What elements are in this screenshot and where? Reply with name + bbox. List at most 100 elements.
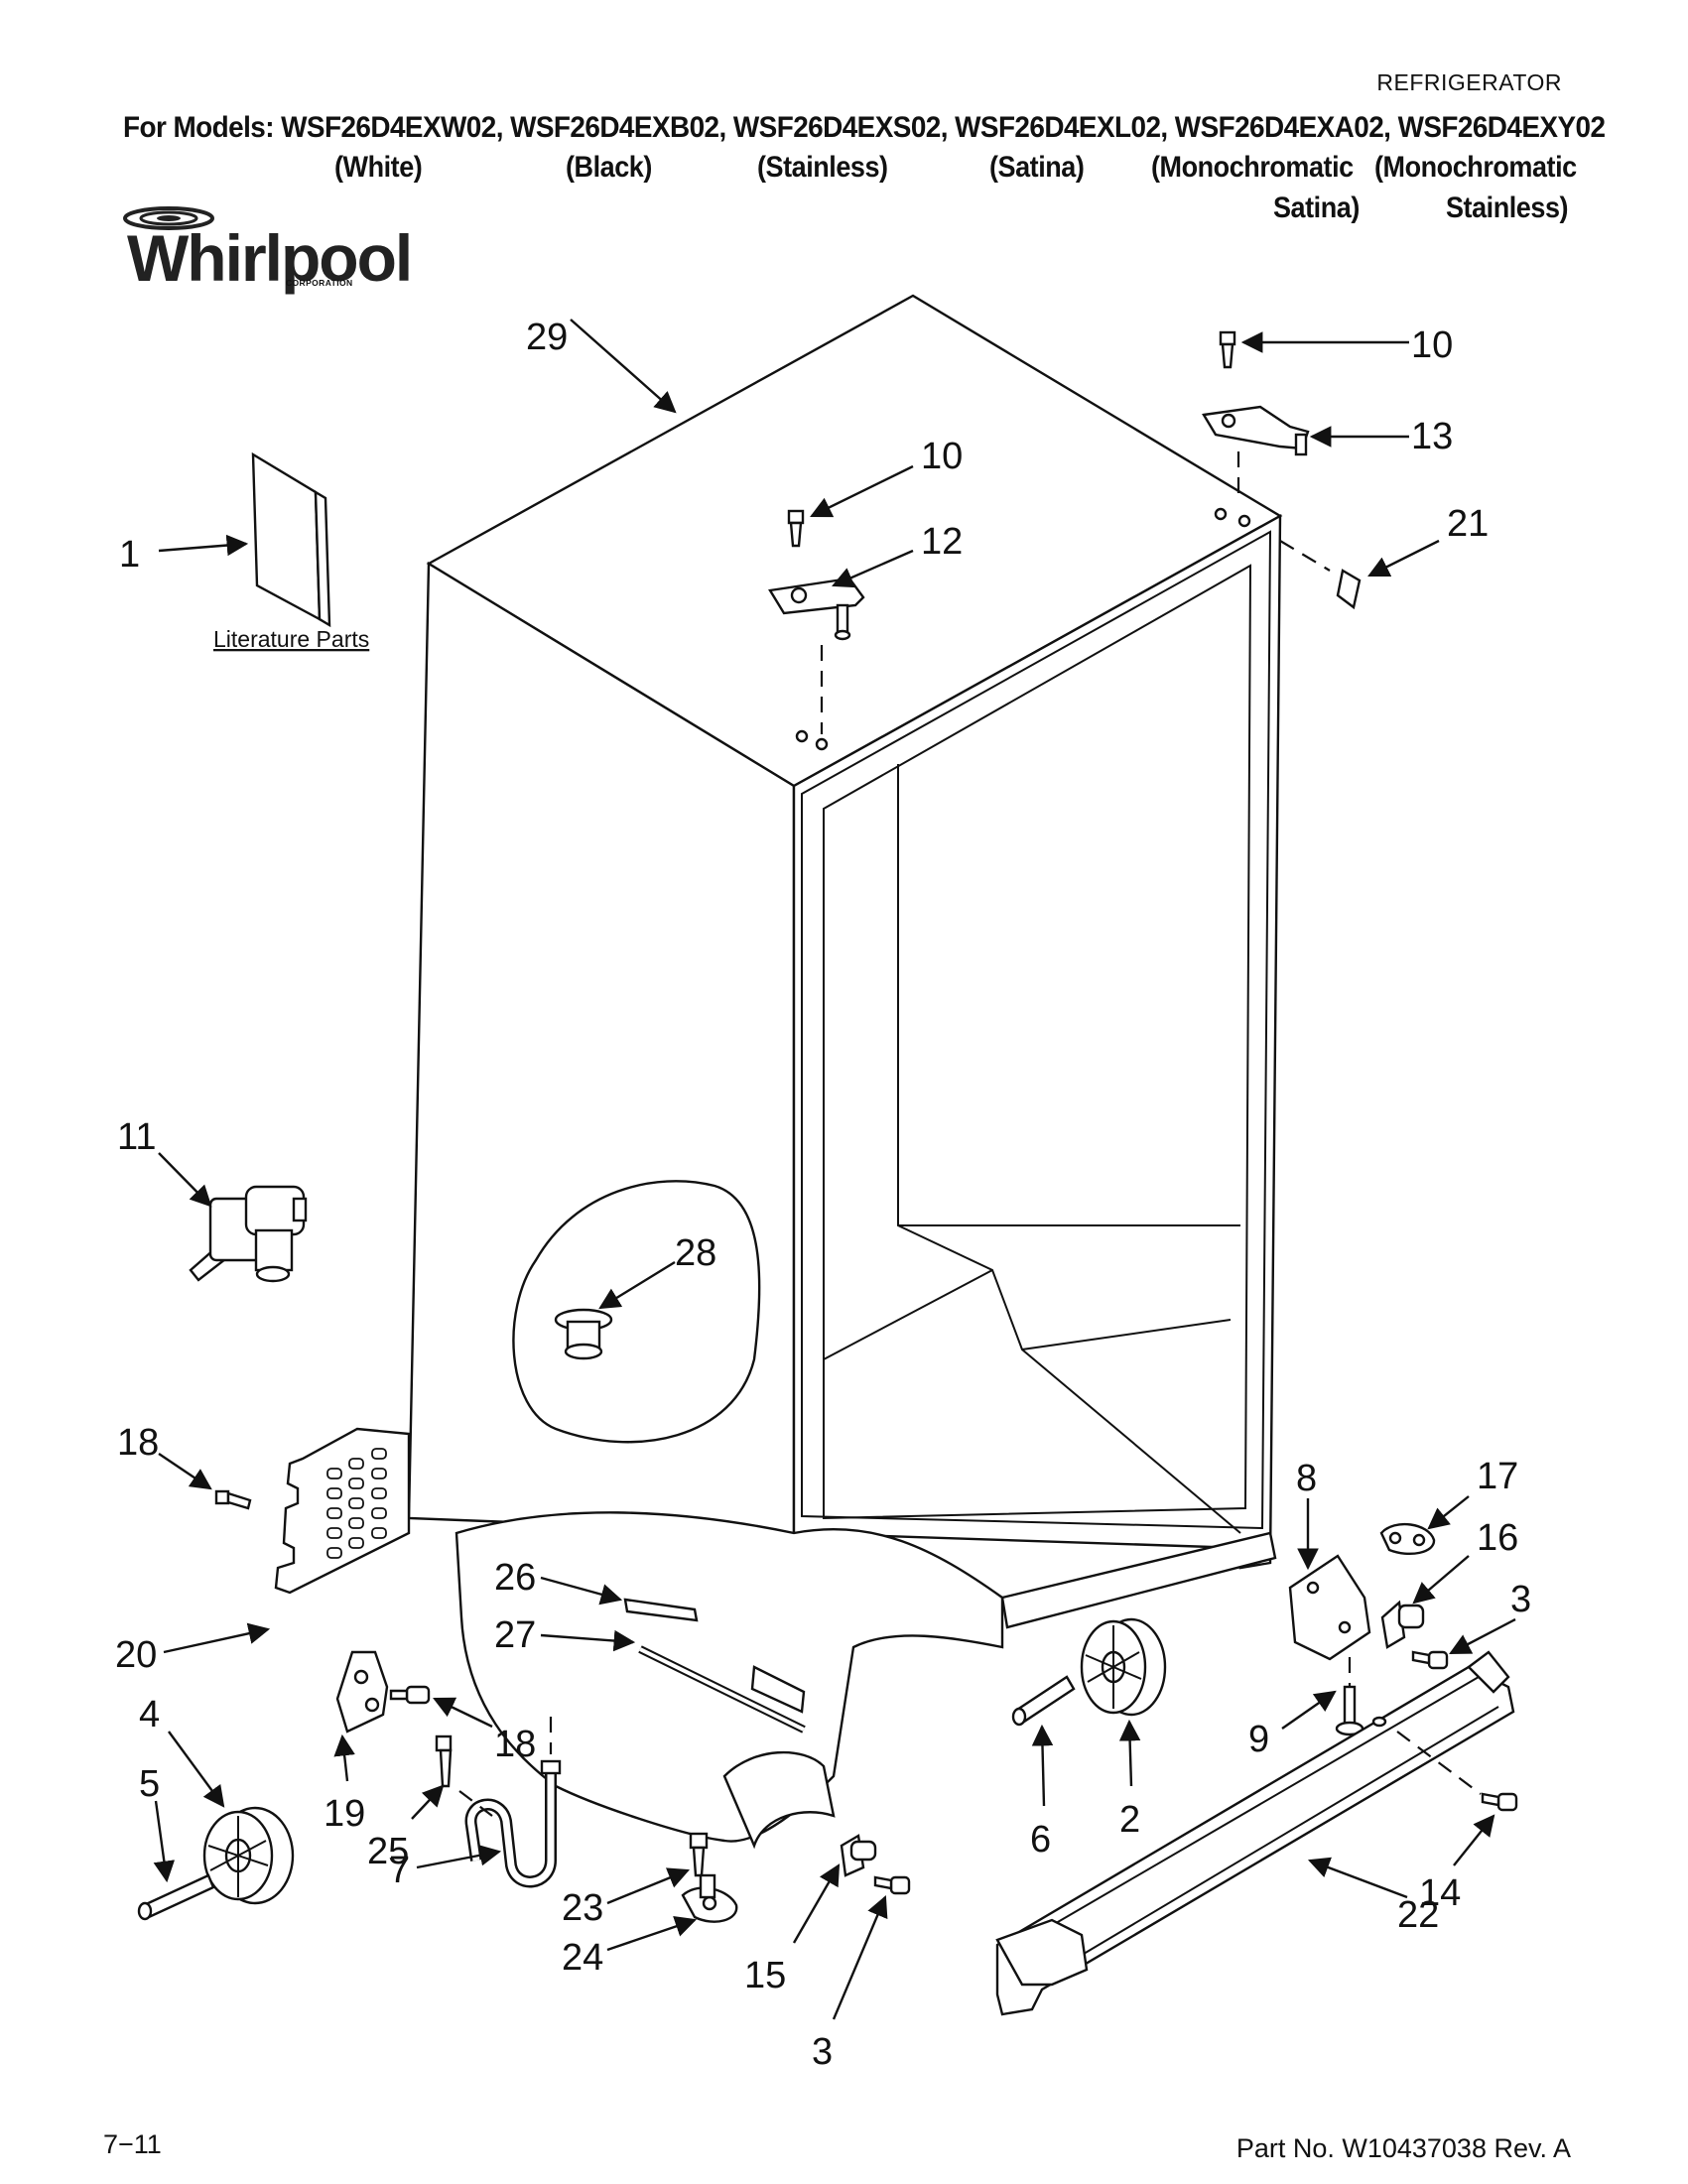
screw-18-upper-icon [214,1489,252,1510]
leader-24 [606,1916,698,1952]
part-21-guide [1279,540,1331,572]
leader-10-left [810,464,914,518]
leader-17 [1427,1495,1470,1530]
drain-tube-7-icon [464,1759,562,1888]
wheel-2-icon [1080,1617,1167,1717]
whirlpool-swirl-icon [123,206,214,230]
callout-7: 7 [389,1850,410,1891]
screw-14-icon [1481,1792,1518,1812]
whirlpool-logo: Whirlpool [127,221,413,295]
models-line: For Models: WSF26D4EXW02, WSF26D4EXB02, … [123,111,1606,144]
literature-spine [314,489,331,628]
callout-15: 15 [744,1955,786,1996]
callout-23: 23 [562,1887,603,1929]
whirlpool-logo-sub: CORPORATION [286,278,353,288]
callout-3-right: 3 [1510,1579,1531,1620]
leveler-17-icon [1379,1522,1436,1555]
callout-3-lower: 3 [812,2031,833,2073]
part-number: Part No. W10437038 Rev. A [1235,2133,1571,2163]
callout-28: 28 [675,1232,716,1274]
fitting-16-icon [1380,1600,1425,1649]
page-number: 7−11 [103,2129,162,2159]
leader-7 [416,1845,502,1869]
callout-4: 4 [139,1694,160,1735]
hinge-hole [795,729,809,743]
cabinet-opening [823,564,1252,1520]
leader-22 [1307,1857,1408,1899]
callout-27: 27 [494,1614,536,1656]
trough-end [722,1750,836,1850]
callout-10-right: 10 [1411,324,1453,366]
screw-10-right-icon [1219,330,1236,369]
callout-9: 9 [1248,1719,1269,1760]
callout-8: 8 [1296,1458,1317,1499]
leader-23 [606,1867,691,1905]
callout-6: 6 [1030,1819,1051,1861]
variant-white: (White) [334,151,423,184]
bracket-15-icon [840,1834,877,1877]
screw-14-guide [1396,1731,1482,1795]
leveler-24-icon [681,1873,738,1923]
wheel-4-icon [202,1806,295,1905]
cabinet-liner-edge-3 [1021,1319,1232,1350]
tube-26-icon [623,1598,699,1622]
tube-27-icon [638,1645,806,1734]
axle-6-icon [1011,1675,1076,1727]
callout-22: 22 [1397,1894,1439,1936]
leader-3-right [1449,1617,1516,1655]
callout-13: 13 [1411,416,1453,457]
variant-mono-stainless-1: (Monochromatic [1374,151,1577,184]
screw-3-lower-icon [873,1875,911,1895]
variant-black: (Black) [566,151,652,184]
callout-2: 2 [1119,1799,1140,1841]
callout-24: 24 [562,1937,603,1979]
base-grille-22-icon [995,1650,1515,2016]
callout-16: 16 [1477,1517,1518,1559]
hinge-hole-2 [815,737,829,751]
leader-4 [168,1731,225,1808]
bracket-8-icon [1288,1554,1371,1661]
callout-1: 1 [119,534,140,576]
leader-26 [540,1576,623,1606]
callout-25: 25 [367,1831,409,1872]
cutaway-28 [512,1180,761,1444]
screw-18-lower-icon [389,1685,431,1705]
literature-parts-label: Literature Parts [213,626,369,652]
callout-18-lower: 18 [494,1724,536,1765]
callout-18-upper: 18 [117,1422,159,1464]
screw-25-icon [435,1734,453,1788]
screw-25-guide [458,1790,493,1817]
callout-19: 19 [324,1793,365,1835]
hinge-hole-4 [1237,514,1251,528]
callouts: 1 2 3 3 3 4 5 6 7 8 9 10 10 11 12 13 14 … [115,317,1531,2073]
leader-11 [158,1152,212,1208]
callout-29: 29 [526,317,568,358]
callout-21: 21 [1447,503,1489,545]
variant-mono-satina-2: Satina) [1273,192,1360,224]
callout-20: 20 [115,1634,157,1676]
callout-12: 12 [921,521,963,563]
bolt-9-icon [1335,1685,1364,1736]
leader-18-upper [158,1453,212,1490]
leader-14 [1453,1814,1495,1866]
variant-satina: (Satina) [989,151,1085,184]
leader-28 [598,1260,676,1310]
drain-fitting-icon [554,1308,613,1360]
leader-12 [832,549,914,588]
leader-29 [570,319,677,414]
hinge-13-icon [1202,405,1310,456]
hinge-hole-3 [1214,507,1228,521]
callout-14: 14 [1419,1872,1461,1914]
screw-23-icon [689,1832,709,1877]
leader-15 [792,1863,841,1944]
callout-17: 17 [1477,1456,1518,1497]
cabinet-icon [407,294,1283,1629]
axle-5-icon [137,1873,215,1921]
bracket-19-icon [335,1650,389,1734]
leader-25 [411,1784,445,1820]
cabinet-liner-edge-4 [823,1269,993,1360]
water-valve-11-icon [189,1185,308,1283]
callout-5: 5 [139,1763,160,1805]
cutaway-26-27 [454,1511,1004,1843]
